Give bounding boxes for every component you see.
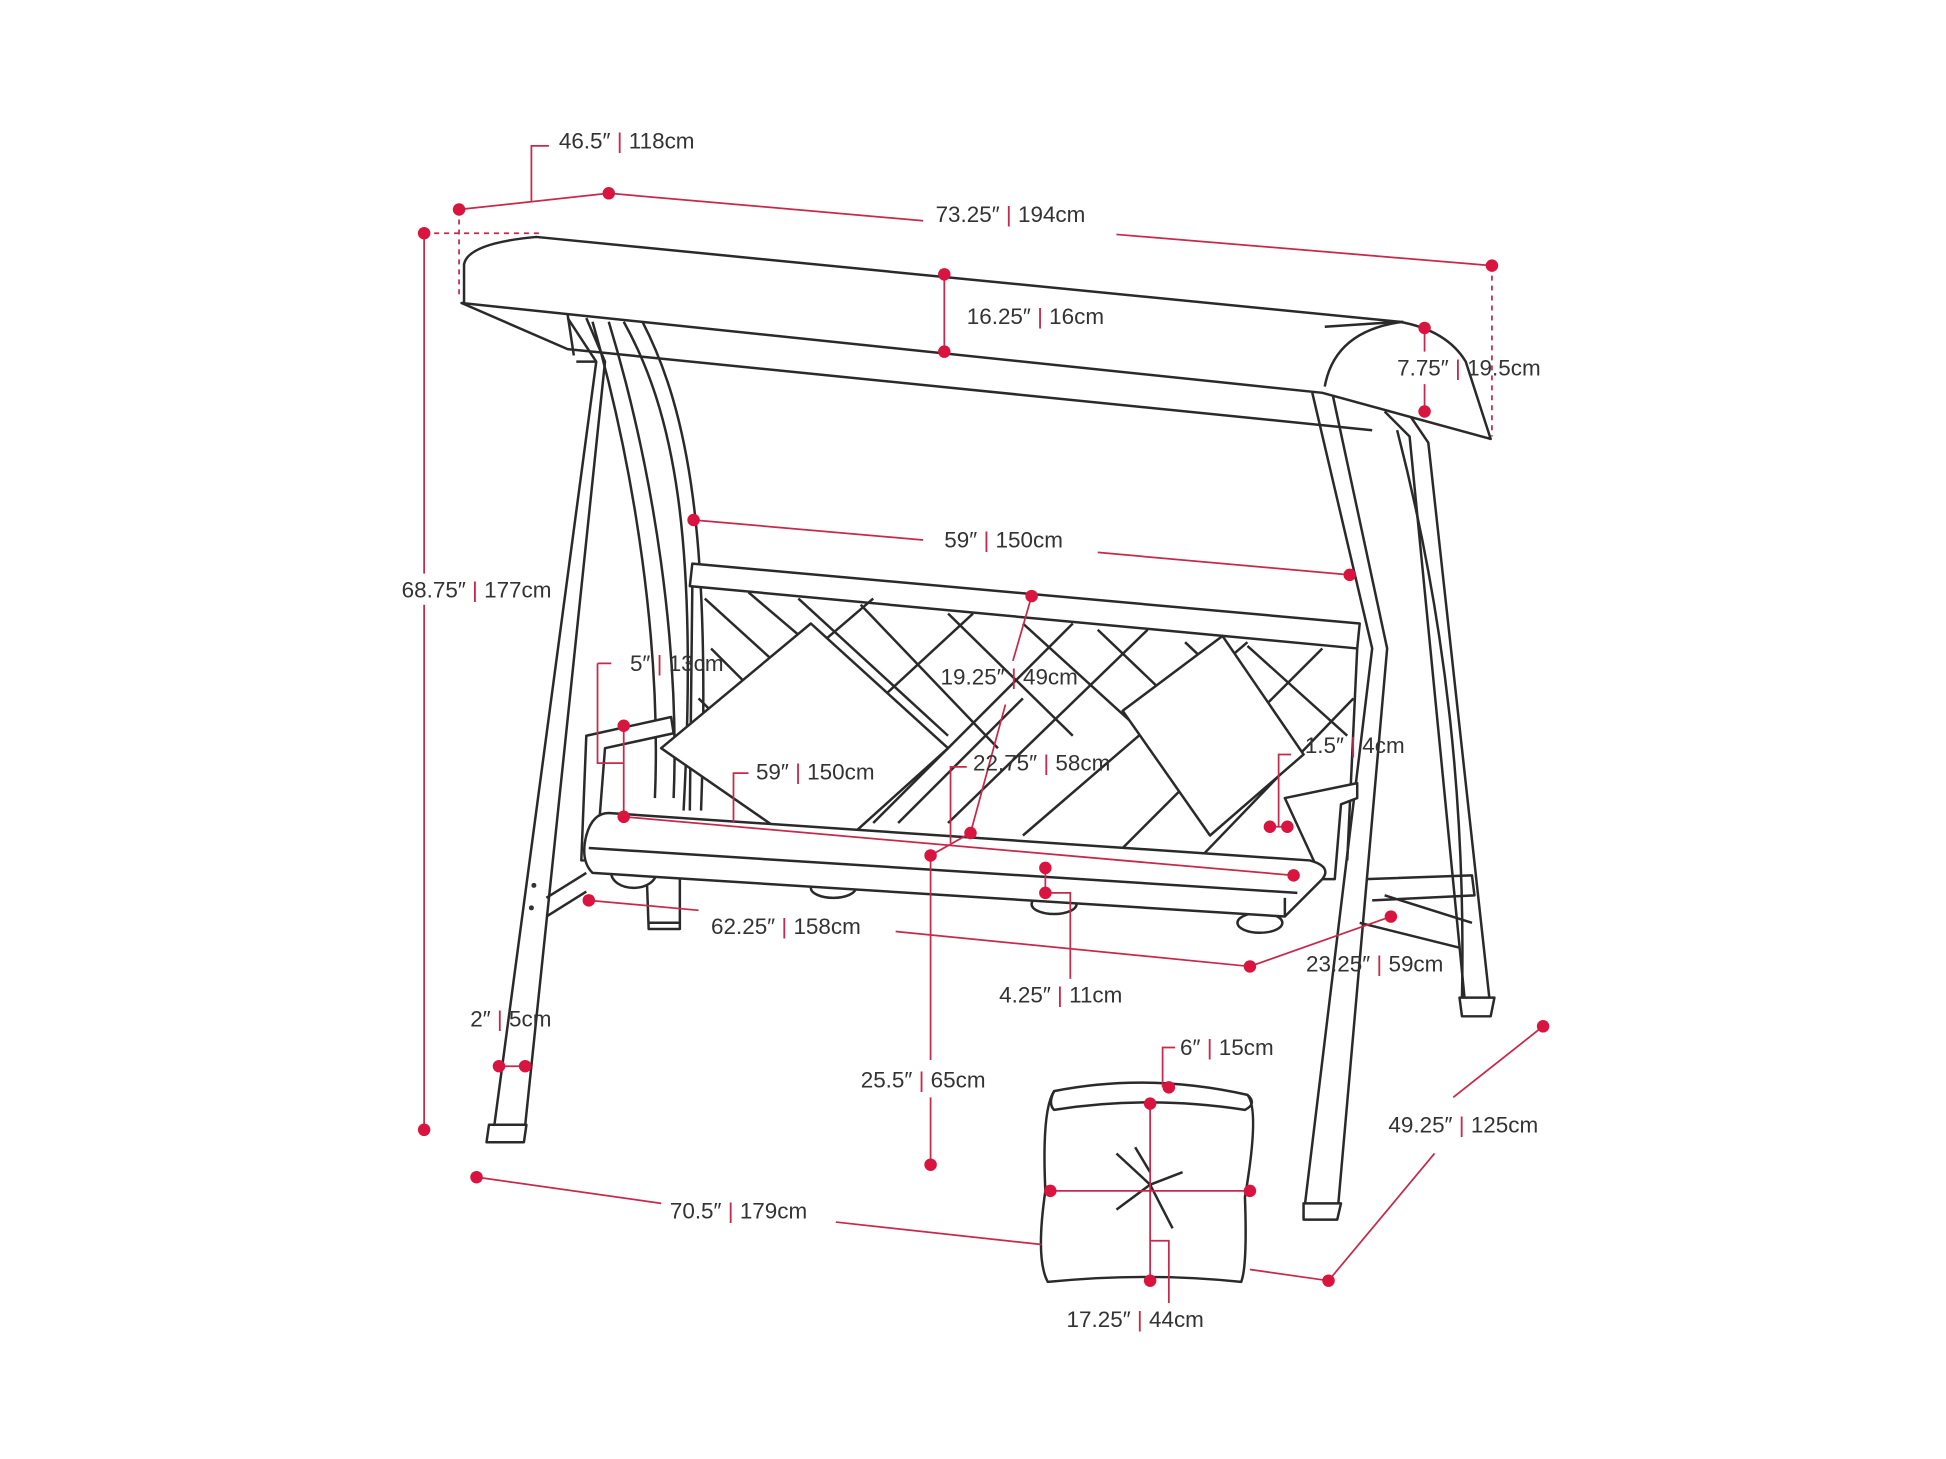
- label-pillow-thickness: 6″ | 15cm: [1180, 1035, 1274, 1060]
- label-overall-height: 68.75″ | 177cm: [402, 577, 552, 602]
- label-armrest-height: 5″ | 13cm: [630, 651, 724, 676]
- left-armrest: [580, 715, 675, 862]
- back-pillow-right: [1121, 634, 1305, 837]
- dimension-points: [417, 187, 1550, 1287]
- label-canopy-front-height: 16.25″ | 16cm: [967, 304, 1104, 329]
- label-canopy-width: 73.25″ | 194cm: [936, 202, 1086, 227]
- label-seat-cushion-thickness: 4.25″ | 11cm: [999, 983, 1122, 1008]
- label-pillow-size: 17.25″ | 44cm: [1067, 1307, 1204, 1332]
- label-base-width: 70.5″ | 179cm: [670, 1198, 807, 1223]
- label-backrest-height: 19.25″ | 49cm: [941, 665, 1078, 690]
- accent-pillow: [1039, 1081, 1255, 1284]
- label-leg-width: 2″ | 5cm: [470, 1006, 551, 1031]
- label-canopy-depth: 46.5″ | 118cm: [559, 128, 695, 153]
- label-seat-width: 59″ | 150cm: [756, 759, 875, 784]
- label-backrest-width: 59″ | 150cm: [944, 527, 1063, 552]
- canopy: [460, 235, 1492, 441]
- label-seat-frame-width: 62.25″ | 158cm: [711, 914, 861, 939]
- label-seat-frame-depth: 23.25″ | 59cm: [1306, 951, 1443, 976]
- label-base-depth: 49.25″ | 125cm: [1388, 1112, 1538, 1137]
- label-seat-height: 25.5″ | 65cm: [861, 1067, 986, 1092]
- seat-cushion: [583, 811, 1327, 935]
- label-canopy-side-height: 7.75″ | 19.5cm: [1397, 355, 1541, 380]
- swing-frame: [485, 317, 1496, 1221]
- label-seat-depth: 22.75″ | 58cm: [973, 751, 1110, 776]
- label-arm-width: 1.5″ | 4cm: [1305, 733, 1405, 758]
